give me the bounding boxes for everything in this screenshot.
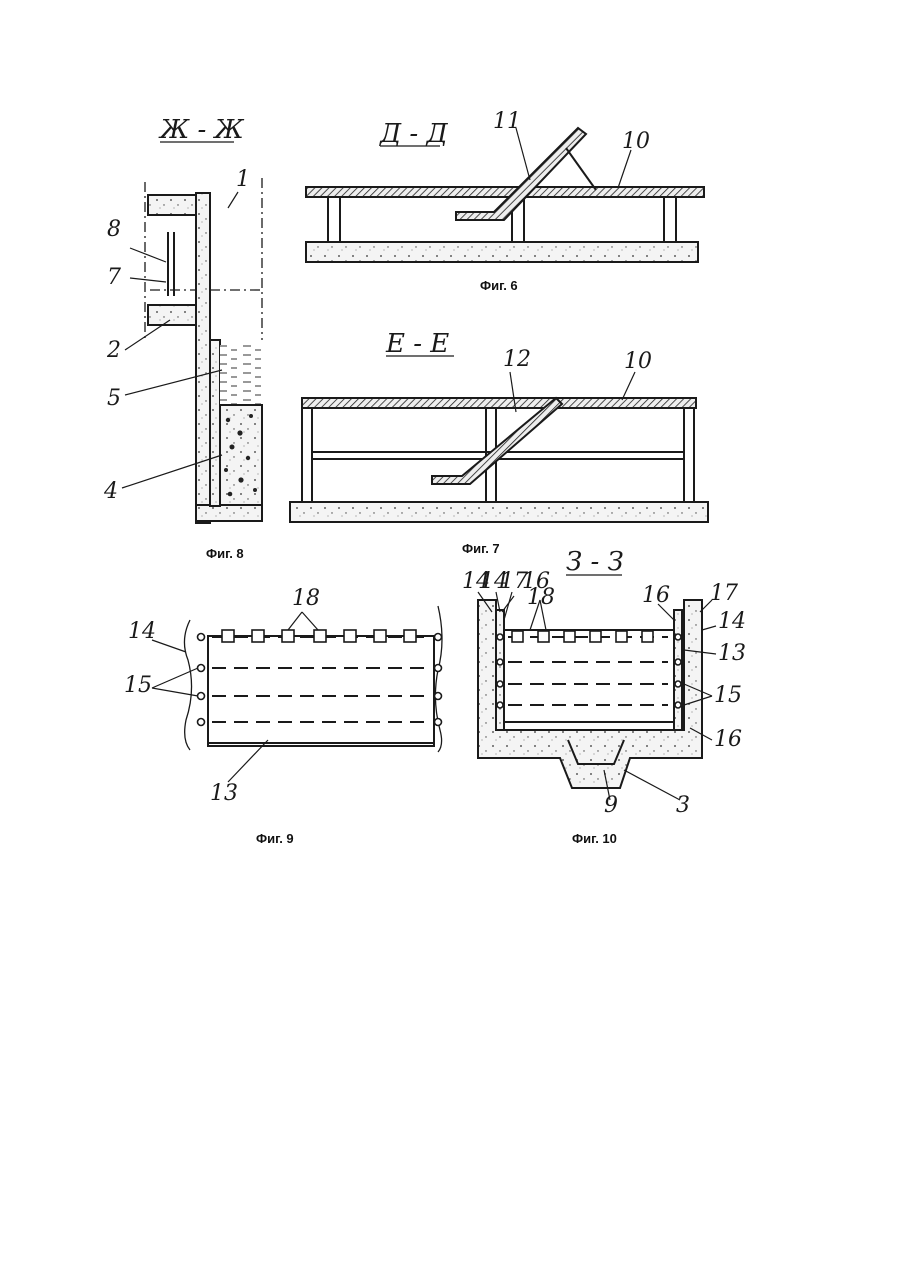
fig8-caption: Фиг. 8 [206, 546, 244, 561]
fig9-leader-18b [302, 612, 318, 630]
fig10-label-13: 13 [718, 641, 746, 666]
fig6-support-strut [566, 148, 596, 190]
fig9-chamber-outline [208, 636, 434, 746]
fig10-label-16-right: 16 [642, 583, 670, 608]
fig9-label-13: 13 [210, 781, 238, 806]
fig9-anchor-nodes [198, 634, 442, 726]
fig8-lower-ledge [148, 305, 196, 325]
fig8-leader-7 [130, 278, 166, 282]
fig9-caption: Фиг. 9 [256, 831, 294, 846]
fig6-caption: Фиг. 6 [480, 278, 518, 293]
fig10-caption: Фиг. 10 [572, 831, 617, 846]
fig8-wall [196, 193, 210, 523]
fig8-leader-8 [130, 248, 166, 262]
fig8-label-2: 2 [106, 338, 121, 363]
fig10-label-14-right: 14 [718, 609, 746, 634]
fig7-base-slab [290, 502, 708, 522]
figure-6: Д - Д 11 10 Фиг. 6 [306, 109, 704, 293]
fig7-section-title: Е - Е [385, 329, 449, 359]
fig7-leader-10 [622, 372, 635, 400]
fig10-chamber-outline [504, 630, 674, 722]
fig9-label-15: 15 [124, 673, 152, 698]
fig10-left-liner [496, 610, 504, 730]
fig10-section-title: З - З [566, 547, 624, 577]
fig7-label-10: 10 [624, 349, 652, 374]
fig9-label-14: 14 [128, 619, 156, 644]
fig6-leader-10 [618, 150, 631, 188]
fig8-label-8: 8 [107, 217, 121, 242]
fig6-inclined-tray [456, 128, 586, 220]
fig9-label-18: 18 [292, 586, 320, 611]
fig10-label-17-right: 17 [710, 581, 738, 606]
figure-8: Ж - Ж 1 8 7 2 5 4 Фиг. 8 [103, 115, 262, 561]
fig7-caption: Фиг. 7 [462, 541, 500, 556]
fig10-leader-16a [502, 596, 514, 612]
fig8-label-5: 5 [107, 386, 121, 411]
fig6-label-10: 10 [622, 129, 650, 154]
fig8-leader-1 [228, 192, 238, 208]
figure-10: З - З [462, 547, 746, 846]
fig10-label-3: 3 [676, 793, 690, 818]
fig9-right-break-line [435, 606, 442, 752]
fig7-post-1 [302, 408, 312, 502]
fig10-label-15: 15 [714, 683, 742, 708]
fig6-top-slab [306, 187, 704, 197]
fig7-label-12: 12 [503, 347, 531, 372]
fig8-label-4: 4 [103, 479, 118, 504]
fig10-leader-3 [624, 770, 680, 800]
fig6-section-title: Д - Д [379, 119, 448, 149]
fig7-post-3 [684, 408, 694, 502]
fig9-leader-14 [152, 640, 186, 652]
fig10-anchor-nodes [497, 634, 681, 708]
fig6-label-11: 11 [493, 109, 521, 134]
fig8-water [220, 345, 262, 405]
fig10-label-9: 9 [604, 793, 618, 818]
fig10-leader-14c [702, 626, 716, 630]
fig10-right-liner [674, 610, 682, 730]
fig6-leader-11 [516, 128, 530, 180]
fig8-label-1: 1 [236, 167, 250, 192]
figure-7: Е - Е 12 10 Фиг. 7 [290, 329, 708, 556]
fig10-label-16-bottom: 16 [714, 727, 742, 752]
fig9-left-break-line [184, 620, 191, 750]
fig6-base-slab [306, 242, 698, 262]
fig6-post-3 [664, 197, 676, 242]
fig10-label-18: 18 [527, 585, 555, 610]
figure-9: 18 14 15 13 Фиг. 9 [124, 586, 442, 846]
fig8-section-title: Ж - Ж [158, 115, 245, 145]
fig8-inner-liner [210, 340, 220, 506]
fig8-bottom [196, 505, 262, 521]
fig8-label-7: 7 [107, 265, 121, 290]
fig10-channel-concrete [478, 600, 702, 788]
fig10-leader-17a [504, 592, 512, 620]
fig7-top-slab [302, 398, 696, 408]
fig9-leader-18a [288, 612, 302, 630]
fig8-upper-ledge [148, 195, 196, 215]
fig6-post-1 [328, 197, 340, 242]
